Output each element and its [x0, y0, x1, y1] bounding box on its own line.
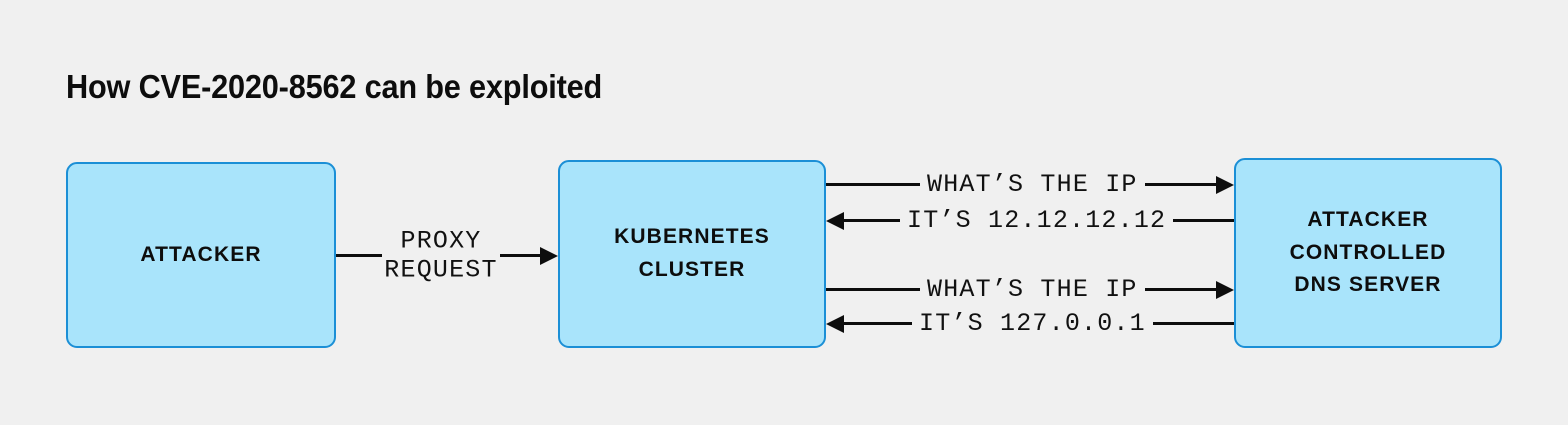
edge-proxy-request-label-wrap: PROXY REQUEST — [382, 221, 500, 291]
node-attacker: ATTACKER — [66, 162, 336, 348]
edge-proxy-request-line-left — [336, 254, 382, 257]
edge-query-1-line-right — [1144, 183, 1216, 186]
edge-answer-2-line-right — [1152, 322, 1234, 325]
edge-query-2-line-right — [1144, 288, 1216, 291]
node-attacker-controlled-dns-server-label: ATTACKER CONTROLLED DNS SERVER — [1289, 208, 1447, 297]
page-title: How CVE-2020-8562 can be exploited — [66, 68, 603, 105]
edge-query-1-label: WHAT’S THE IP — [927, 169, 1138, 199]
arrow-right-icon — [1216, 280, 1234, 299]
node-attacker-label: ATTACKER — [140, 242, 262, 266]
edge-query-2-line-left — [826, 288, 920, 291]
arrow-left-icon — [826, 314, 844, 333]
edge-answer-2-label: IT’S 127.0.0.1 — [919, 308, 1146, 338]
edge-proxy-request-line-right — [500, 254, 540, 257]
edge-answer-2: IT’S 127.0.0.1 — [826, 309, 1234, 338]
edge-answer-1-line-right — [1173, 219, 1234, 222]
arrow-right-icon — [540, 246, 558, 265]
node-kubernetes-cluster-label: KUBERNETES CLUSTER — [614, 225, 770, 281]
arrow-left-icon — [826, 211, 844, 230]
edge-proxy-request-label: PROXY REQUEST — [384, 226, 498, 285]
edge-query-2: WHAT’S THE IP — [826, 275, 1234, 304]
edge-answer-1-line-left — [844, 219, 900, 222]
edge-answer-1: IT’S 12.12.12.12 — [826, 206, 1234, 235]
arrow-right-icon — [1216, 175, 1234, 194]
edge-query-1-line-left — [826, 183, 920, 186]
edge-proxy-request: PROXY REQUEST — [336, 226, 558, 285]
edge-query-1: WHAT’S THE IP — [826, 170, 1234, 199]
edge-query-2-label: WHAT’S THE IP — [927, 274, 1138, 304]
edge-answer-2-line-left — [844, 322, 912, 325]
edge-answer-1-label: IT’S 12.12.12.12 — [907, 205, 1167, 235]
node-kubernetes-cluster: KUBERNETES CLUSTER — [558, 160, 826, 348]
node-attacker-controlled-dns-server: ATTACKER CONTROLLED DNS SERVER — [1234, 158, 1502, 348]
